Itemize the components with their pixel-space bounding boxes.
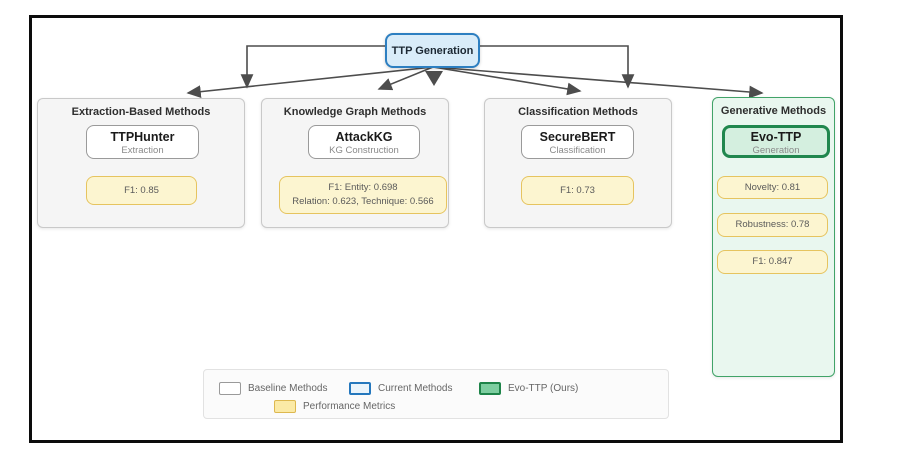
category-title: Extraction-Based Methods	[71, 106, 211, 118]
metric-box-f1: F1: 0.847	[717, 250, 828, 274]
method-node-evo-ttp: Evo-TTP Generation	[722, 125, 830, 158]
legend-item-performance-metrics: Performance Metrics	[274, 400, 395, 413]
method-role: Generation	[752, 145, 800, 156]
category-extraction-based: Extraction-Based Methods	[37, 98, 245, 228]
method-name: AttackKG	[335, 130, 393, 144]
legend-label: Performance Metrics	[303, 401, 396, 412]
metric-line: F1: Entity: 0.698	[328, 182, 398, 193]
category-title: Classification Methods	[518, 106, 638, 118]
method-role: KG Construction	[329, 145, 399, 156]
method-role: Extraction	[121, 145, 164, 156]
metric-line: F1: 0.85	[124, 184, 159, 196]
legend: Baseline Methods Current Methods Evo-TTP…	[203, 369, 669, 419]
metric-line: F1: 0.847	[752, 256, 793, 267]
legend-label: Current Methods	[378, 383, 453, 394]
metric-box-securebert-f1: F1: 0.73	[521, 176, 634, 205]
method-node-ttphunter: TTPHunter Extraction	[86, 125, 199, 159]
metric-line: Novelty: 0.81	[744, 181, 801, 193]
category-title: Knowledge Graph Methods	[283, 106, 427, 118]
metric-line: Robustness: 0.78	[735, 219, 810, 230]
metric-box-novelty: Novelty: 0.81	[717, 176, 828, 199]
category-title: Generative Methods	[720, 105, 827, 117]
legend-swatch-metrics	[274, 400, 296, 413]
legend-item-current: Current Methods	[349, 382, 452, 395]
legend-swatch-current	[349, 382, 371, 395]
method-node-attackkg: AttackKG KG Construction	[308, 125, 420, 159]
root-node-label: TTP Generation	[391, 44, 474, 57]
legend-label: Evo-TTP (Ours)	[508, 383, 579, 394]
metric-line: F1: 0.73	[560, 184, 595, 196]
metric-line: Relation: 0.623, Technique: 0.566	[292, 196, 434, 207]
legend-label: Baseline Methods	[248, 383, 328, 394]
legend-swatch-baseline	[219, 382, 241, 395]
metric-box-robustness: Robustness: 0.78	[717, 213, 828, 237]
method-name: TTPHunter	[110, 130, 175, 144]
metric-box-attackkg-f1: F1: Entity: 0.698 Relation: 0.623, Techn…	[279, 176, 447, 214]
method-name: Evo-TTP	[750, 130, 802, 144]
root-node-ttp-generation: TTP Generation	[385, 33, 480, 68]
method-name: SecureBERT	[539, 130, 616, 144]
method-role: Classification	[549, 145, 606, 156]
category-classification: Classification Methods	[484, 98, 672, 228]
legend-swatch-ours	[479, 382, 501, 395]
legend-item-baseline: Baseline Methods	[219, 382, 328, 395]
metric-box-ttphunter-f1: F1: 0.85	[86, 176, 197, 205]
legend-item-ours: Evo-TTP (Ours)	[479, 382, 578, 395]
method-node-securebert: SecureBERT Classification	[521, 125, 634, 159]
